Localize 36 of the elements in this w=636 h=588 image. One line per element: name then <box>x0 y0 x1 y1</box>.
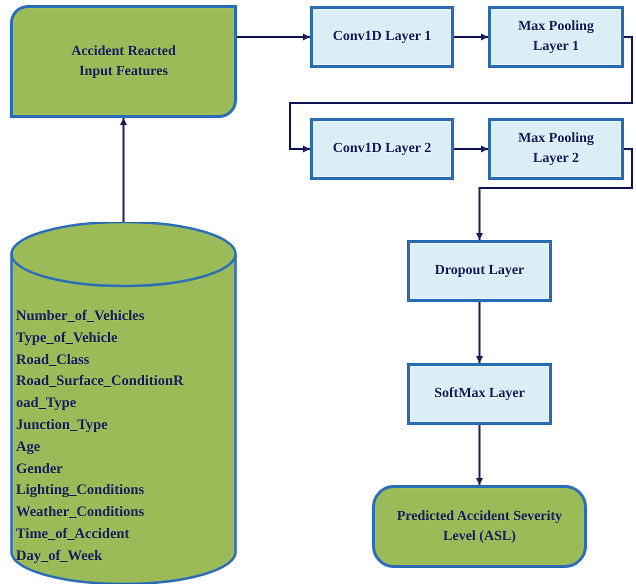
feature-name: Number_of_Vehicles <box>16 307 144 326</box>
node-label: Max Pooling Layer 2 <box>517 130 595 168</box>
layer-box <box>407 240 552 302</box>
node-label: Conv1D Layer 2 <box>332 140 432 158</box>
node-label: Accident Reacted Input Features <box>70 42 177 80</box>
layer-box <box>407 363 552 425</box>
feature-name: oad_Type <box>16 394 76 414</box>
feature-name: Type_of_Vehicle <box>16 328 118 348</box>
input-box <box>10 5 237 118</box>
arrow <box>454 34 488 40</box>
feature-name: Age <box>16 438 40 457</box>
node-label: Predicted Accident Severity Level (ASL) <box>396 508 564 546</box>
arrow <box>476 302 483 363</box>
layer-box <box>488 6 624 68</box>
node-label: SoftMax Layer <box>434 385 525 403</box>
feature-name: Junction_Type <box>16 416 108 435</box>
feature-name: Time_of_Accident <box>16 524 130 544</box>
layer-box <box>310 118 454 180</box>
arrow <box>237 34 310 40</box>
layer-box <box>488 118 624 180</box>
arrow <box>289 36 633 152</box>
node-label: Conv1D Layer 1 <box>332 28 432 46</box>
arrow <box>454 146 488 152</box>
feature-name: Road_Surface_ConditionR <box>16 372 184 392</box>
feature-name: Road_Class <box>16 350 90 370</box>
node-label: Dropout Layer <box>434 262 524 280</box>
arrow <box>476 148 633 240</box>
arrow <box>120 118 127 222</box>
feature-name: Gender <box>16 460 63 479</box>
layer-box <box>310 6 454 68</box>
arrow <box>476 425 483 485</box>
output-box <box>372 485 587 568</box>
feature-name: Lighting_Conditions <box>16 481 144 500</box>
feature-name: Weather_Conditions <box>16 503 144 522</box>
node-label: Max Pooling Layer 1 <box>517 18 595 56</box>
feature-name: Day_of_Week <box>16 546 102 566</box>
